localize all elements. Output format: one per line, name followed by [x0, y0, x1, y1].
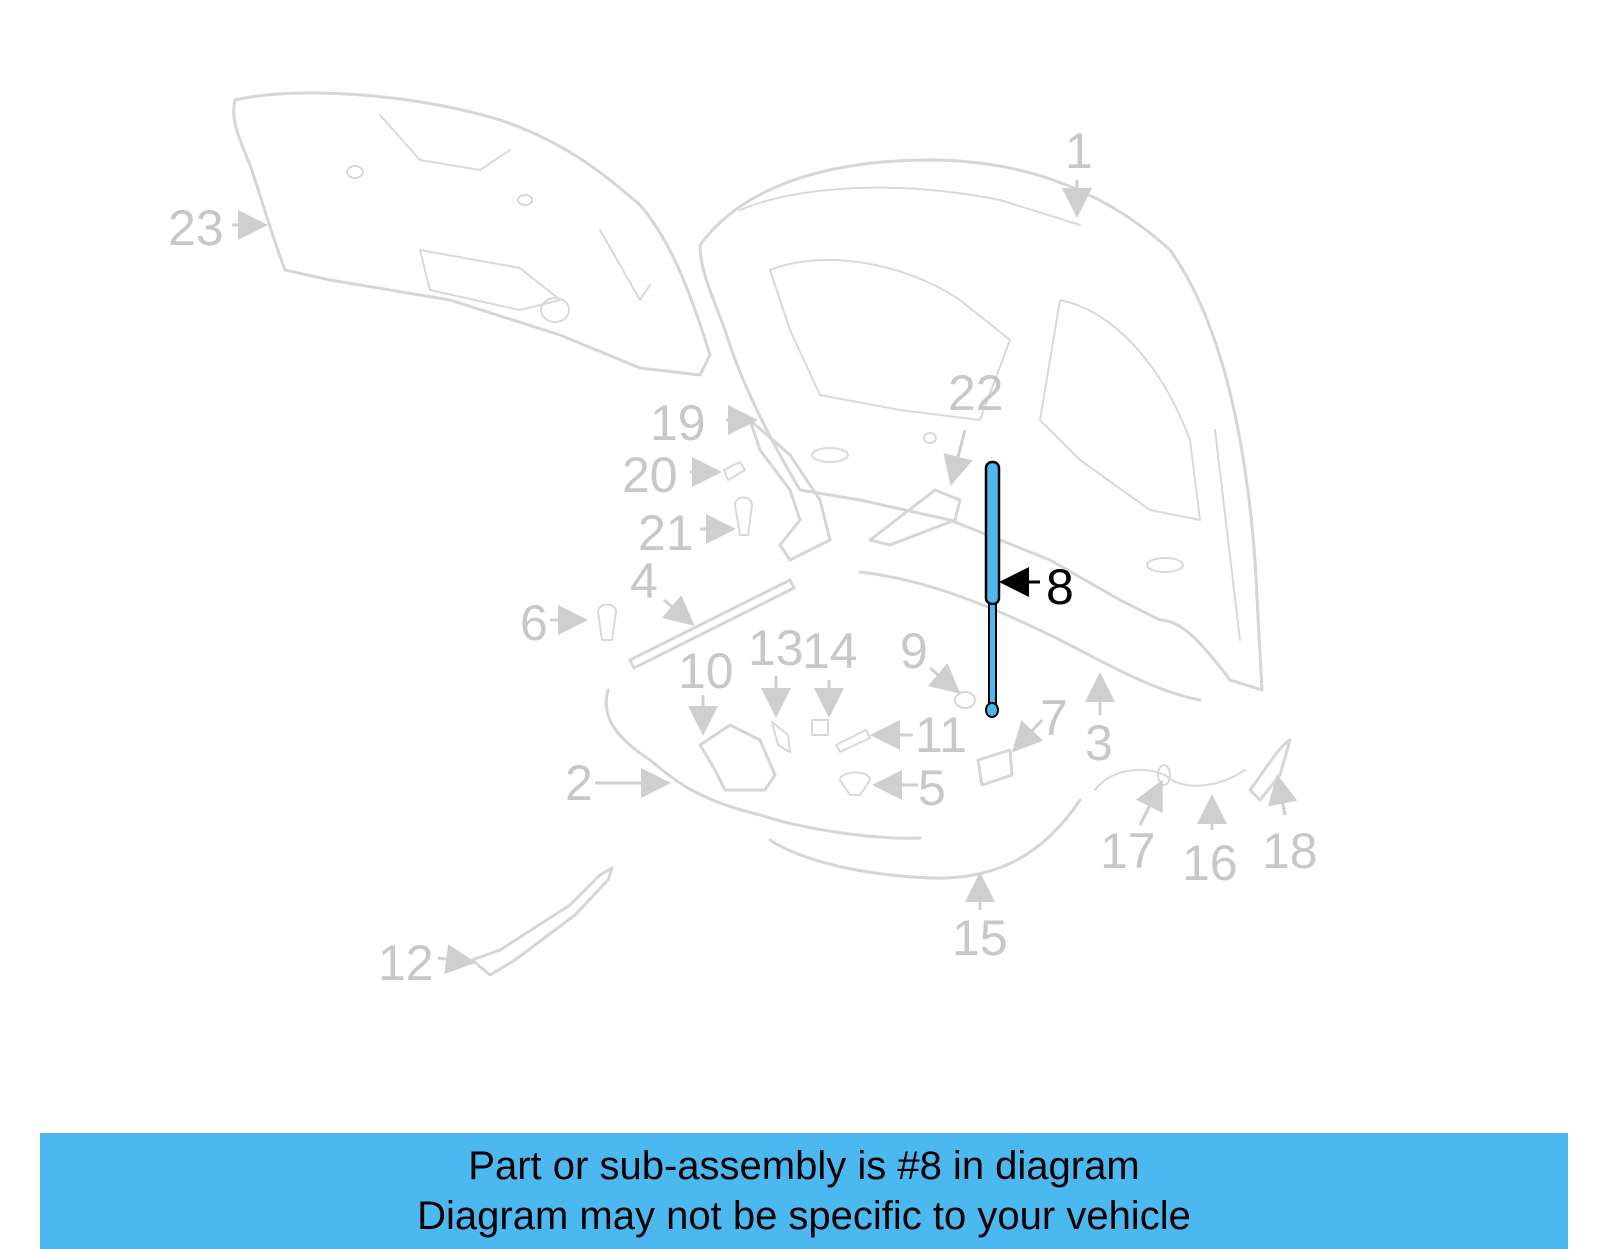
- hood-panel-part: [698, 158, 1264, 692]
- callout-16: 16: [1182, 835, 1238, 891]
- part-14: [811, 719, 829, 736]
- info-banner: Part or sub-assembly is #8 in diagram Di…: [40, 1133, 1568, 1249]
- bumper-part-9: [954, 691, 976, 709]
- callout-17: 17: [1100, 823, 1156, 879]
- callout-1: 1: [1065, 123, 1093, 179]
- callout-21: 21: [638, 505, 694, 561]
- seal-part-2: [604, 688, 922, 840]
- callout-20: 20: [622, 447, 678, 503]
- callout-9: 9: [900, 623, 928, 679]
- callout-labels: 1 23 22 19 20 21 4 6 10 13 14 9 11 5 7 3…: [168, 123, 1318, 991]
- callout-19: 19: [650, 395, 706, 451]
- callout-6: 6: [520, 595, 548, 651]
- cable-part-16: [1094, 769, 1246, 791]
- prop-rod-part-12: [470, 866, 614, 977]
- clip-part-17: [1157, 764, 1171, 786]
- bracket-part-22: [868, 488, 962, 547]
- callout-5: 5: [918, 760, 946, 816]
- banner-line-2: Diagram may not be specific to your vehi…: [417, 1194, 1191, 1238]
- hood-insulator-part: [232, 91, 712, 377]
- banner-line-1: Part or sub-assembly is #8 in diagram: [468, 1144, 1140, 1188]
- callout-18: 18: [1262, 823, 1318, 879]
- bolt-part-20: [723, 461, 746, 481]
- pad-part-7: [976, 748, 1014, 787]
- callout-4: 4: [630, 553, 658, 609]
- callout-23: 23: [168, 200, 224, 256]
- part-13: [771, 721, 791, 753]
- lift-support-strut-part-8: [984, 460, 1001, 718]
- callout-8: 8: [1046, 559, 1074, 615]
- bolt-part-11: [835, 729, 871, 753]
- callout-11: 11: [915, 707, 967, 763]
- release-cable-part-15: [768, 798, 1082, 880]
- callout-12: 12: [378, 935, 434, 991]
- callout-3: 3: [1085, 715, 1113, 771]
- callout-13: 13: [748, 620, 804, 676]
- handle-part-18: [1248, 738, 1292, 802]
- latch-part-10: [698, 723, 777, 792]
- weatherstrip-part-3: [858, 570, 1202, 702]
- bolt-part-21: [734, 496, 753, 536]
- callout-arrows: [232, 180, 1298, 974]
- callout-7: 7: [1040, 690, 1068, 746]
- hinge-part-19: [748, 418, 832, 562]
- bumper-part-5: [839, 771, 871, 796]
- callout-22: 22: [948, 365, 1004, 421]
- callout-15: 15: [952, 910, 1008, 966]
- clip-part-6: [597, 603, 617, 641]
- seal-strip-part-4: [628, 578, 796, 670]
- callout-14: 14: [802, 623, 858, 679]
- callout-10: 10: [678, 643, 734, 699]
- callout-2: 2: [565, 755, 593, 811]
